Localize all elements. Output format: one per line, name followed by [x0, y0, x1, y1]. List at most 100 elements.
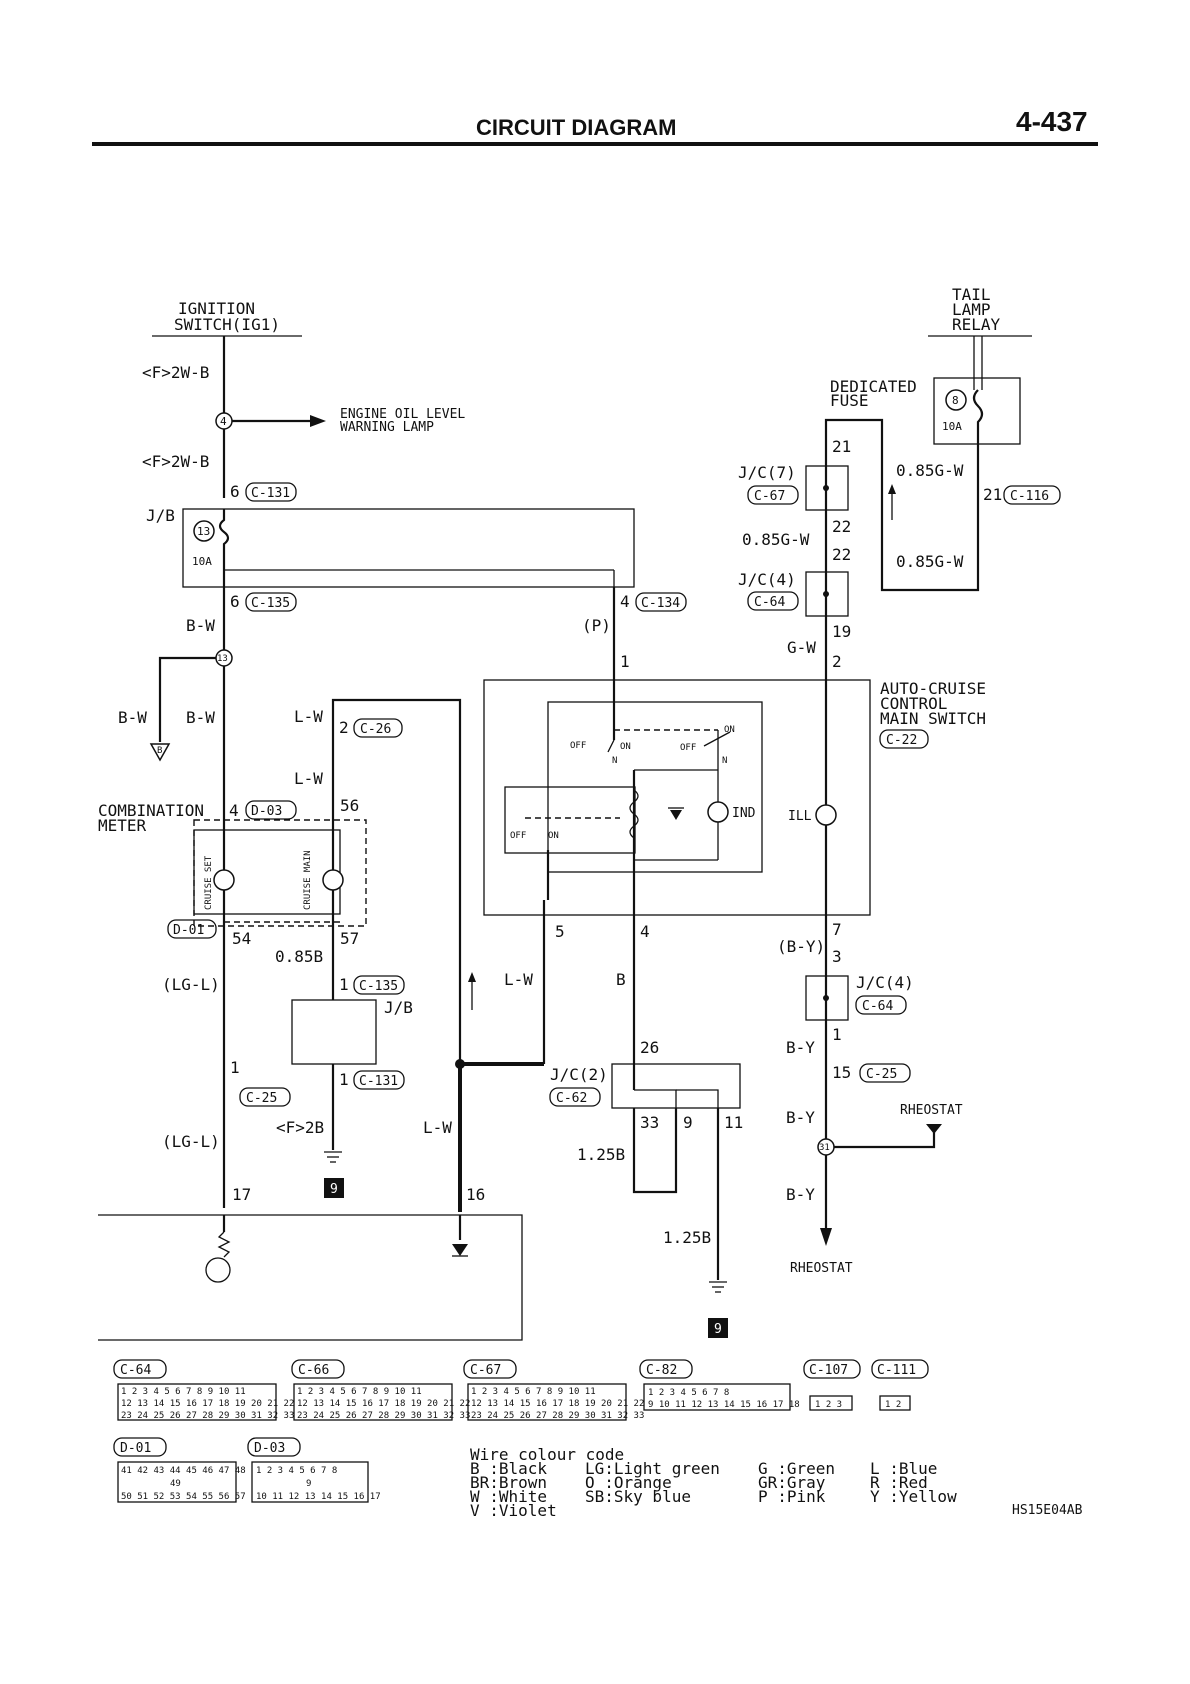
- wire-label-f2wb-1: <F>2W-B: [142, 363, 209, 382]
- legend-c111-body: [879, 1395, 911, 1411]
- switch-on-2: ON: [724, 725, 735, 735]
- pin-1-c131-lower: 1: [339, 1070, 349, 1089]
- legend-d03-r2: 9: [306, 1479, 311, 1489]
- jc4-label-top: J/C(4): [738, 570, 796, 589]
- wire-colour-0-1: LG:Light green: [585, 1459, 720, 1478]
- connector-c64-top-label: C-64: [754, 595, 785, 610]
- switch-lever-1: [607, 739, 615, 753]
- jc7-label: J/C(7): [738, 463, 796, 482]
- wire-colour-1-2: GR:Gray: [758, 1473, 826, 1492]
- connector-c116-label: C-116: [1010, 489, 1049, 504]
- connector-c131-top: [245, 482, 297, 502]
- pin-5: 5: [555, 922, 565, 941]
- switch-off-3: OFF: [510, 831, 526, 841]
- wire-label-lw-4: L-W: [504, 970, 533, 989]
- legend-d01-label: D-01: [120, 1441, 151, 1456]
- cruise-main-lamp-icon: [322, 869, 344, 891]
- pin-7: 7: [832, 920, 842, 939]
- switch-off-2: OFF: [680, 743, 696, 753]
- connector-c25-left-label: C-25: [246, 1091, 277, 1106]
- switch-on-3: ON: [548, 831, 559, 841]
- legend-c111: C-111 1 2: [871, 1359, 929, 1411]
- jc2-bus-2: [676, 1089, 719, 1108]
- legend-c67-label: C-67: [470, 1363, 501, 1378]
- connector-c67: [747, 485, 799, 505]
- cruise-switch-inner: [504, 786, 636, 854]
- wire-colour-2-2: P :Pink: [758, 1487, 826, 1506]
- ecu-resistor-icon: [217, 1231, 231, 1258]
- connector-c62: [549, 1087, 601, 1107]
- pin-1-jc4: 1: [832, 1025, 842, 1044]
- switch-lever-2: [703, 731, 731, 747]
- ecu-box: [98, 1214, 523, 1341]
- legend-c111-label: C-111: [877, 1363, 916, 1378]
- tail-label-1: TAIL: [952, 285, 991, 304]
- auto-cruise-label-2: CONTROL: [880, 694, 947, 713]
- wire-085gw-loop: [824, 418, 980, 680]
- connector-c134-label: C-134: [641, 596, 680, 611]
- wire-rheostat-1: [834, 1130, 936, 1149]
- connector-d01-label: D-01: [173, 923, 204, 938]
- legend-c64-r2: 12 13 14 15 16 17 18 19 20 21 22: [121, 1399, 294, 1409]
- fuse-13-badge: [193, 520, 215, 542]
- legend-c64-r3: 23 24 25 26 27 28 29 30 31 32 33: [121, 1411, 294, 1421]
- wire-label-by-2: B-Y: [786, 1108, 815, 1127]
- legend-c64-badge: [113, 1359, 167, 1379]
- jc7-box: [805, 465, 849, 511]
- jc4-box-lower: [805, 975, 849, 1021]
- fuse-10a-label-right: 10A: [942, 420, 962, 433]
- pin-2-c26: 2: [339, 718, 349, 737]
- wire-label-bw-1: B-W: [186, 616, 215, 635]
- page-title: CIRCUIT DIAGRAM: [476, 115, 676, 140]
- wire-label-lw-1: L-W: [294, 707, 323, 726]
- legend-c66-r1: 1 2 3 4 5 6 7 8 9 10 11: [297, 1387, 422, 1397]
- jc2-bus: [634, 1089, 677, 1108]
- ind-lamp-icon: [707, 801, 729, 823]
- wire-label-by-1: B-Y: [786, 1038, 815, 1057]
- jb-small-box: [291, 999, 377, 1065]
- switch-on-1: ON: [620, 742, 631, 752]
- legend-c64-body: [117, 1383, 277, 1421]
- connector-c25-left: [239, 1087, 291, 1107]
- legend-d01: D-01 41 42 43 44 45 46 47 48 49 50 51 52…: [113, 1437, 246, 1503]
- pin-4-switch-b: 4: [640, 922, 650, 941]
- wire-label-bw-2: B-W: [118, 708, 147, 727]
- connector-c26-label: C-26: [360, 722, 391, 737]
- wire-label-085gw-1: 0.85G-W: [896, 461, 964, 480]
- legend-c107-badge: [803, 1359, 861, 1379]
- wire-colour-1-1: O :Orange: [585, 1473, 672, 1492]
- wire-colour-2-0: W :White: [470, 1487, 547, 1506]
- legend-d03-badge: [247, 1437, 301, 1457]
- wire-colour-title: Wire colour code: [470, 1445, 624, 1464]
- switch-n-1: N: [612, 756, 617, 766]
- pin-56: 56: [340, 796, 359, 815]
- legend-c107-body: [809, 1395, 853, 1411]
- wire-colour-0-0: B :Black: [470, 1459, 547, 1478]
- legend-c67-body: [467, 1383, 627, 1421]
- connector-c64-lower: [855, 995, 907, 1015]
- fuse-jb: [218, 509, 230, 560]
- dedicated-label-1: DEDICATED: [830, 377, 917, 396]
- legend-d01-r1: 41 42 43 44 45 46 47 48: [121, 1466, 246, 1476]
- diagram-code: HS15E04AB: [1012, 1503, 1083, 1518]
- pin-17: 17: [232, 1185, 251, 1204]
- pin-1-c135-lower: 1: [339, 975, 349, 994]
- cruise-set-label: CRUISE SET: [204, 855, 214, 910]
- legend-d03-body: [251, 1461, 369, 1503]
- cruise-main-label: CRUISE MAIN: [303, 850, 313, 910]
- pin-2-switch: 2: [832, 652, 842, 671]
- ill-lamp-icon: [815, 804, 837, 826]
- connector-c67-label: C-67: [754, 489, 785, 504]
- wire-label-lw-3: L-W: [423, 1118, 452, 1137]
- wire-colour-3-0: V :Violet: [470, 1501, 557, 1520]
- legend-d03-r1: 1 2 3 4 5 6 7 8: [256, 1466, 337, 1476]
- main-switch-box: [483, 679, 871, 916]
- ind-label: IND: [732, 806, 756, 821]
- combination-meter-dashed: [193, 819, 367, 927]
- legend-c66: C-66 1 2 3 4 5 6 7 8 9 10 11 12 13 14 15…: [291, 1359, 470, 1421]
- engine-oil-label-1: ENGINE OIL LEVEL: [340, 407, 465, 422]
- ground-9-label-left: 9: [330, 1182, 338, 1197]
- wire-bw-ground: [158, 656, 216, 742]
- combination-label-2: METER: [98, 816, 147, 835]
